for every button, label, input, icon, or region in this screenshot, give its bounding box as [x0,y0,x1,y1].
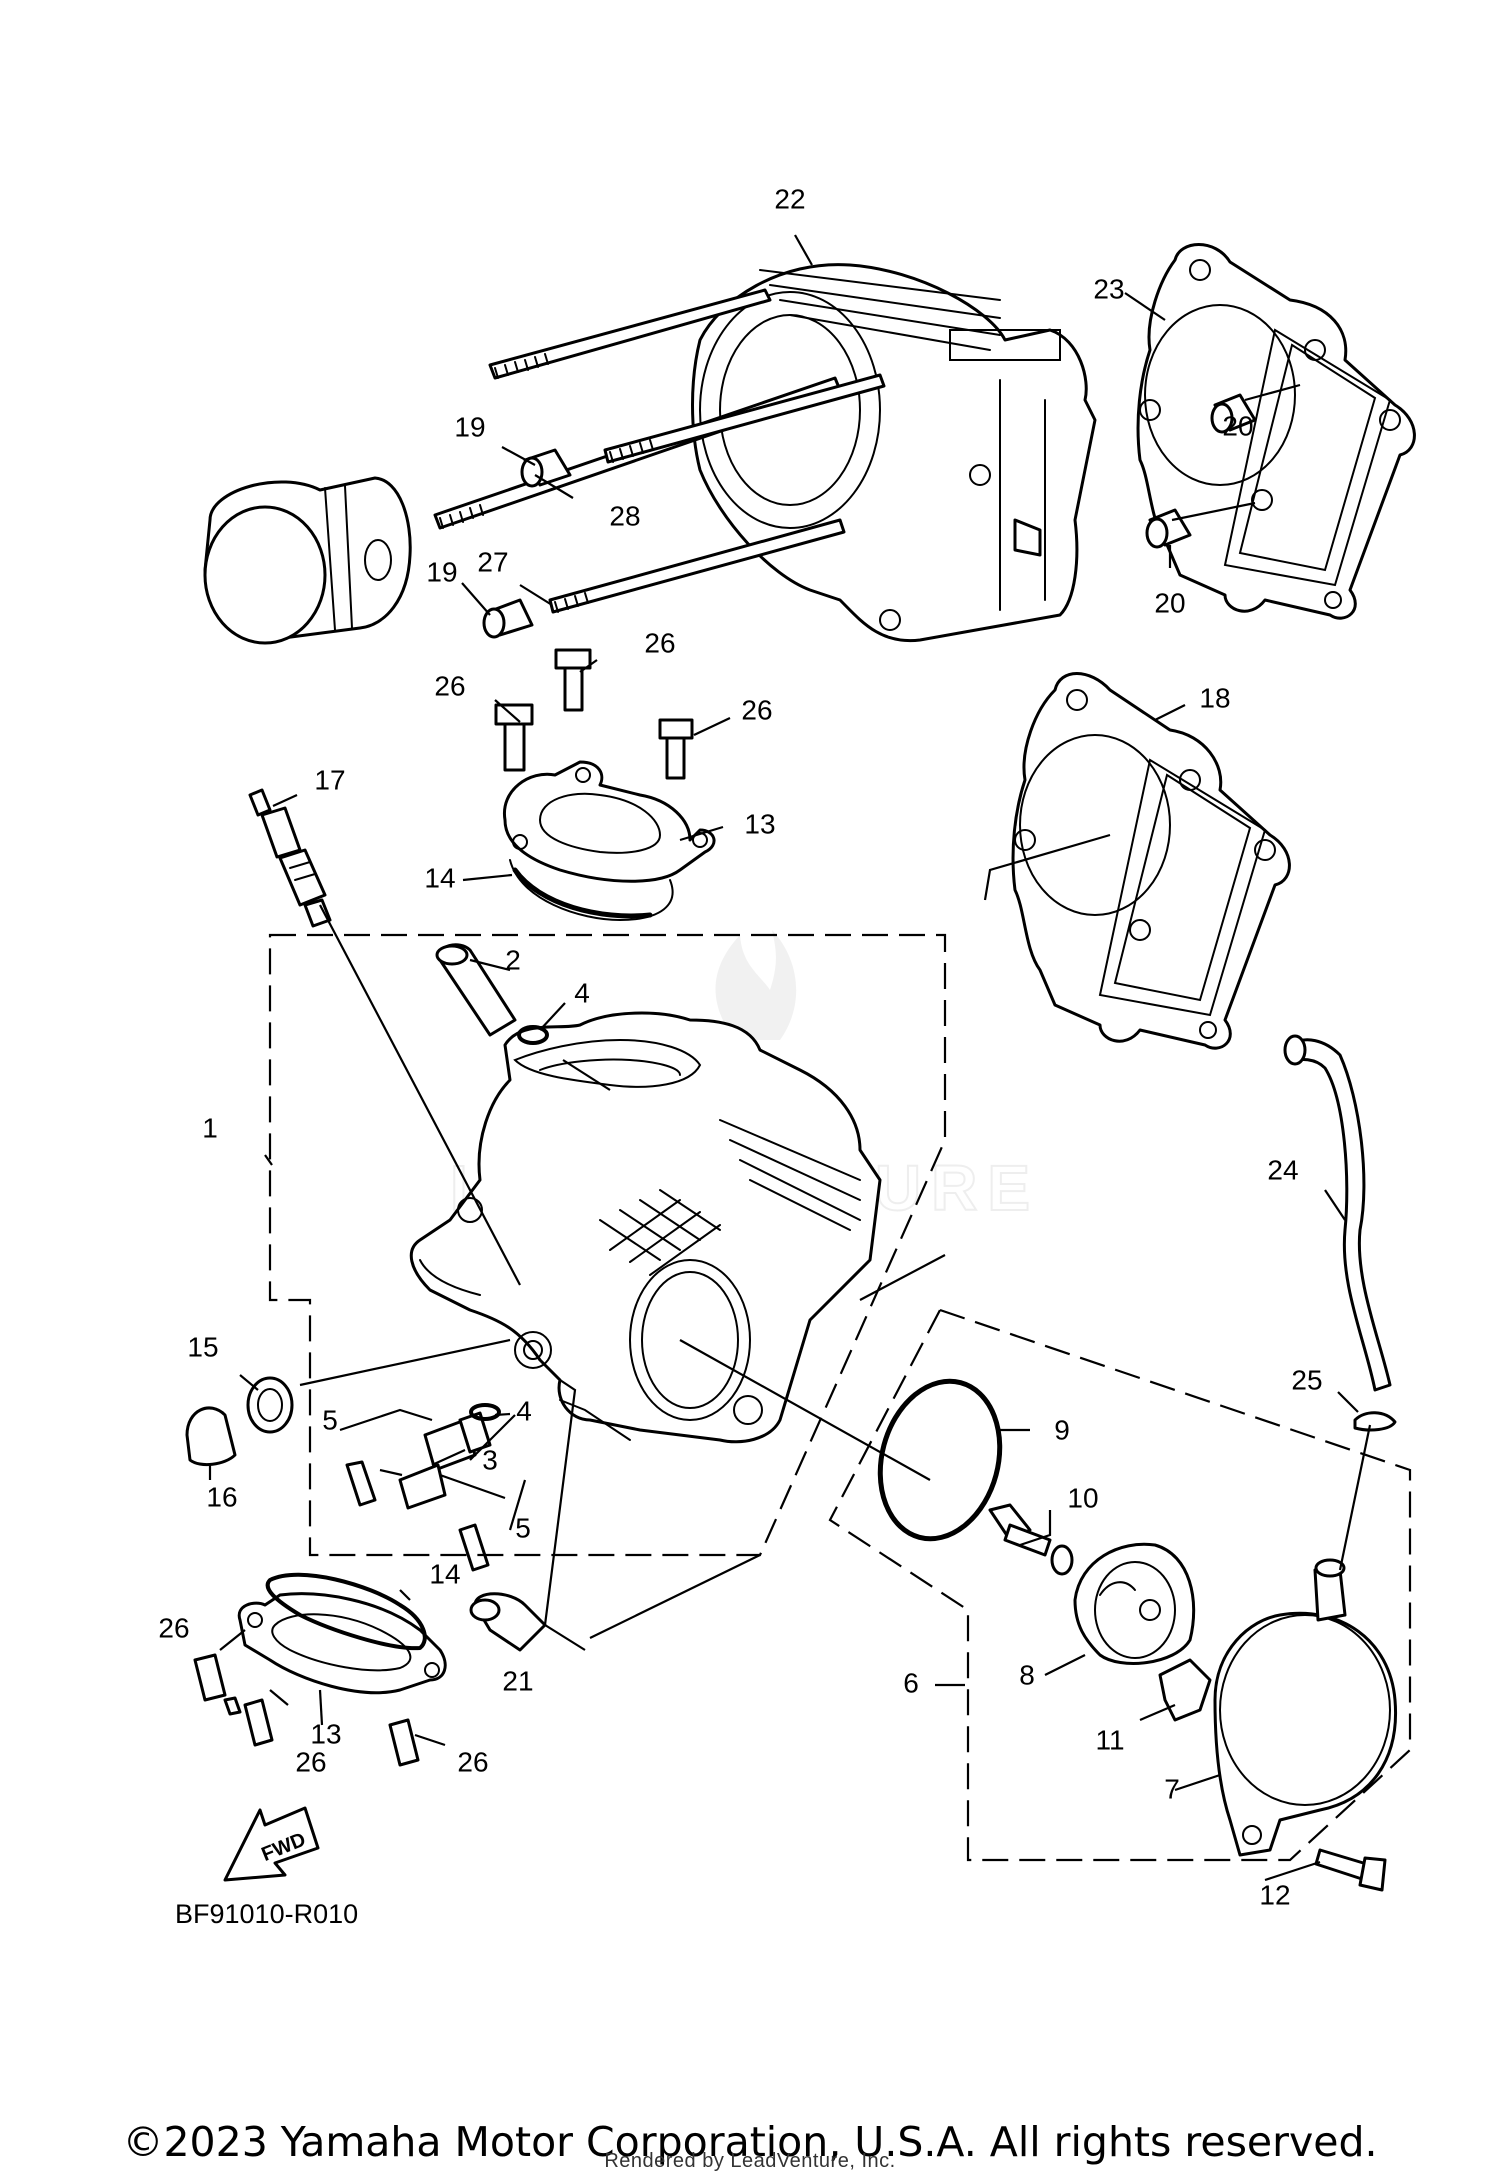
callout-20-b: 20 [1154,587,1185,618]
callout-26-f: 26 [457,1746,488,1777]
gasket-23 [1136,243,1416,620]
callout-labels: 22 23 20 20 19 28 19 27 26 26 26 18 17 1… [158,183,1322,1910]
cylinder-head [409,1011,882,1444]
callout-8: 8 [1019,1659,1035,1690]
callout-16: 16 [206,1481,237,1512]
callout-6: 6 [903,1667,919,1698]
callout-4-b: 4 [516,1395,532,1426]
dowel-pins-5 [345,1460,490,1572]
valve-guides [398,943,549,1510]
callout-21: 21 [502,1665,533,1696]
impeller-8 [1073,1542,1196,1665]
callout-12: 12 [1259,1879,1290,1910]
diagram-code: BF91010-R010 [175,1899,358,1929]
bolts-26-lower [193,1653,420,1767]
callout-13-a: 13 [744,808,775,839]
callout-3: 3 [482,1444,498,1475]
hose-24 [1283,1034,1392,1392]
cylinder [691,263,1097,643]
group-outlines [268,933,1412,1862]
callout-25: 25 [1291,1364,1322,1395]
dowel-pins-20 [1145,393,1257,549]
cover-13-upper [503,760,716,922]
rendered-by: Rendered by LeadVenture, Inc. [604,2150,896,2172]
bolt-9 [988,1503,1074,1576]
callout-24: 24 [1267,1154,1298,1185]
callout-4-a: 4 [574,977,590,1008]
callout-23: 23 [1093,273,1124,304]
bolt-12 [1314,1848,1387,1892]
callout-14-a: 14 [424,862,455,893]
callout-15: 15 [187,1331,218,1362]
callout-27: 27 [477,546,508,577]
pipe-21 [469,1592,547,1652]
callout-26-d: 26 [158,1612,189,1643]
fwd-arrow: FWD [223,1806,320,1882]
callout-19-b: 19 [426,556,457,587]
callout-18: 18 [1199,682,1230,713]
plate-10 [1158,1658,1212,1722]
copyright-notice: ©2023 Yamaha Motor Corporation, U.S.A. A… [122,2118,1378,2166]
callout-26-a: 26 [644,627,675,658]
callout-22: 22 [774,183,805,214]
water-pump-cover-7 [1213,1558,1398,1857]
callout-13-b: 13 [310,1718,341,1749]
gasket-18 [1011,672,1291,1050]
callout-5-a: 5 [322,1404,338,1435]
leader-lines [208,234,1372,1882]
bolts-26-upper [494,648,694,780]
callout-2: 2 [505,944,521,975]
callout-17: 17 [314,764,345,795]
callout-7: 7 [1164,1773,1180,1804]
callout-9: 10 [1067,1482,1098,1513]
callout-14-b: 14 [429,1558,460,1589]
oring-11 [877,1378,1003,1542]
callout-20-a: 20 [1222,410,1253,441]
callout-1: 1 [202,1112,218,1143]
callout-11: 9 [1054,1414,1070,1445]
callout-5-b: 5 [515,1512,531,1543]
cover-13-lower [237,1572,447,1695]
callout-10: 11 [1095,1724,1124,1755]
piston [203,476,412,645]
spark-plug [248,788,332,928]
callout-26-b: 26 [434,670,465,701]
studs [433,288,886,614]
callout-19-a: 19 [454,411,485,442]
callout-26-e: 26 [295,1746,326,1777]
callout-28: 28 [609,500,640,531]
callout-26-c: 26 [741,694,772,725]
plug-16-washer-15 [185,1376,294,1467]
clip-25 [1353,1411,1397,1432]
